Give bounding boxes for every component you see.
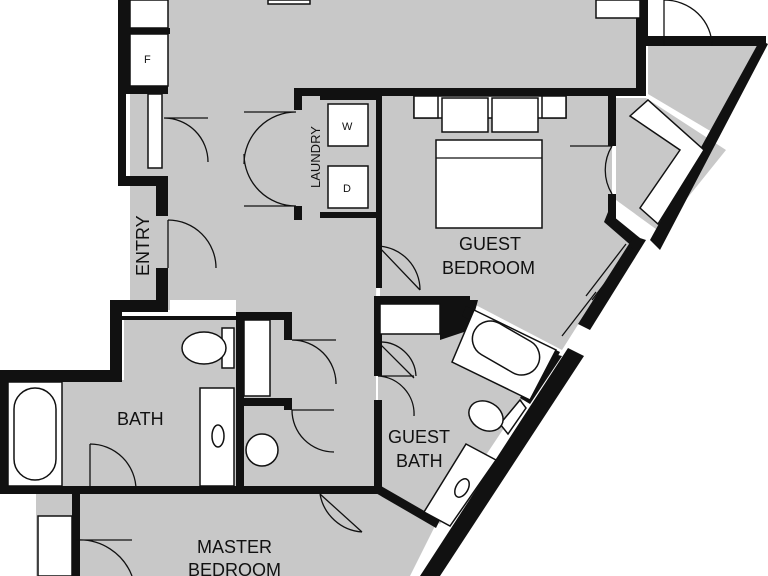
master-bedroom-label-line1: MASTER [197, 537, 272, 557]
bath-sink [211, 424, 225, 448]
room-labels: ENTRY LAUNDRY GUEST BEDROOM BATH GUEST B… [117, 126, 535, 576]
door-swings [75, 0, 713, 576]
guest-bath-label-line1: GUEST [388, 427, 450, 447]
master-shelf [37, 515, 73, 576]
upper-cabinet [129, 0, 169, 29]
guest-bedroom-label-line1: GUEST [459, 234, 521, 254]
fridge [129, 33, 169, 87]
kitchen-counter [267, 0, 311, 5]
guest-bath-label-line2: BATH [396, 451, 443, 471]
guest-bath-toilet [468, 398, 527, 436]
bed [413, 95, 567, 229]
entry-label: ENTRY [133, 215, 153, 276]
floor-main [168, 0, 640, 300]
closet-shelf [628, 98, 705, 226]
fixtures: F W D [7, 0, 705, 576]
linen-closet [243, 319, 271, 397]
floor-master-bedroom [36, 492, 436, 576]
dryer [327, 165, 369, 209]
water-heater [245, 433, 279, 467]
washer [327, 103, 369, 147]
bath-toilet [181, 327, 235, 369]
washer-label: W [342, 121, 353, 133]
fridge-label: F [144, 54, 151, 66]
bath-label: BATH [117, 409, 164, 429]
sliding-door [561, 243, 633, 337]
guest-bath-shelf [379, 303, 441, 335]
master-bedroom-label-line2: BEDROOM [188, 560, 281, 576]
floor-balcony [648, 46, 762, 132]
dryer-label: D [343, 183, 351, 195]
guest-bedroom-label-line2: BEDROOM [442, 258, 535, 278]
laundry-label: LAUNDRY [308, 126, 323, 188]
guest-bath-sink [454, 478, 470, 498]
entry-closet-shelf [147, 93, 163, 169]
